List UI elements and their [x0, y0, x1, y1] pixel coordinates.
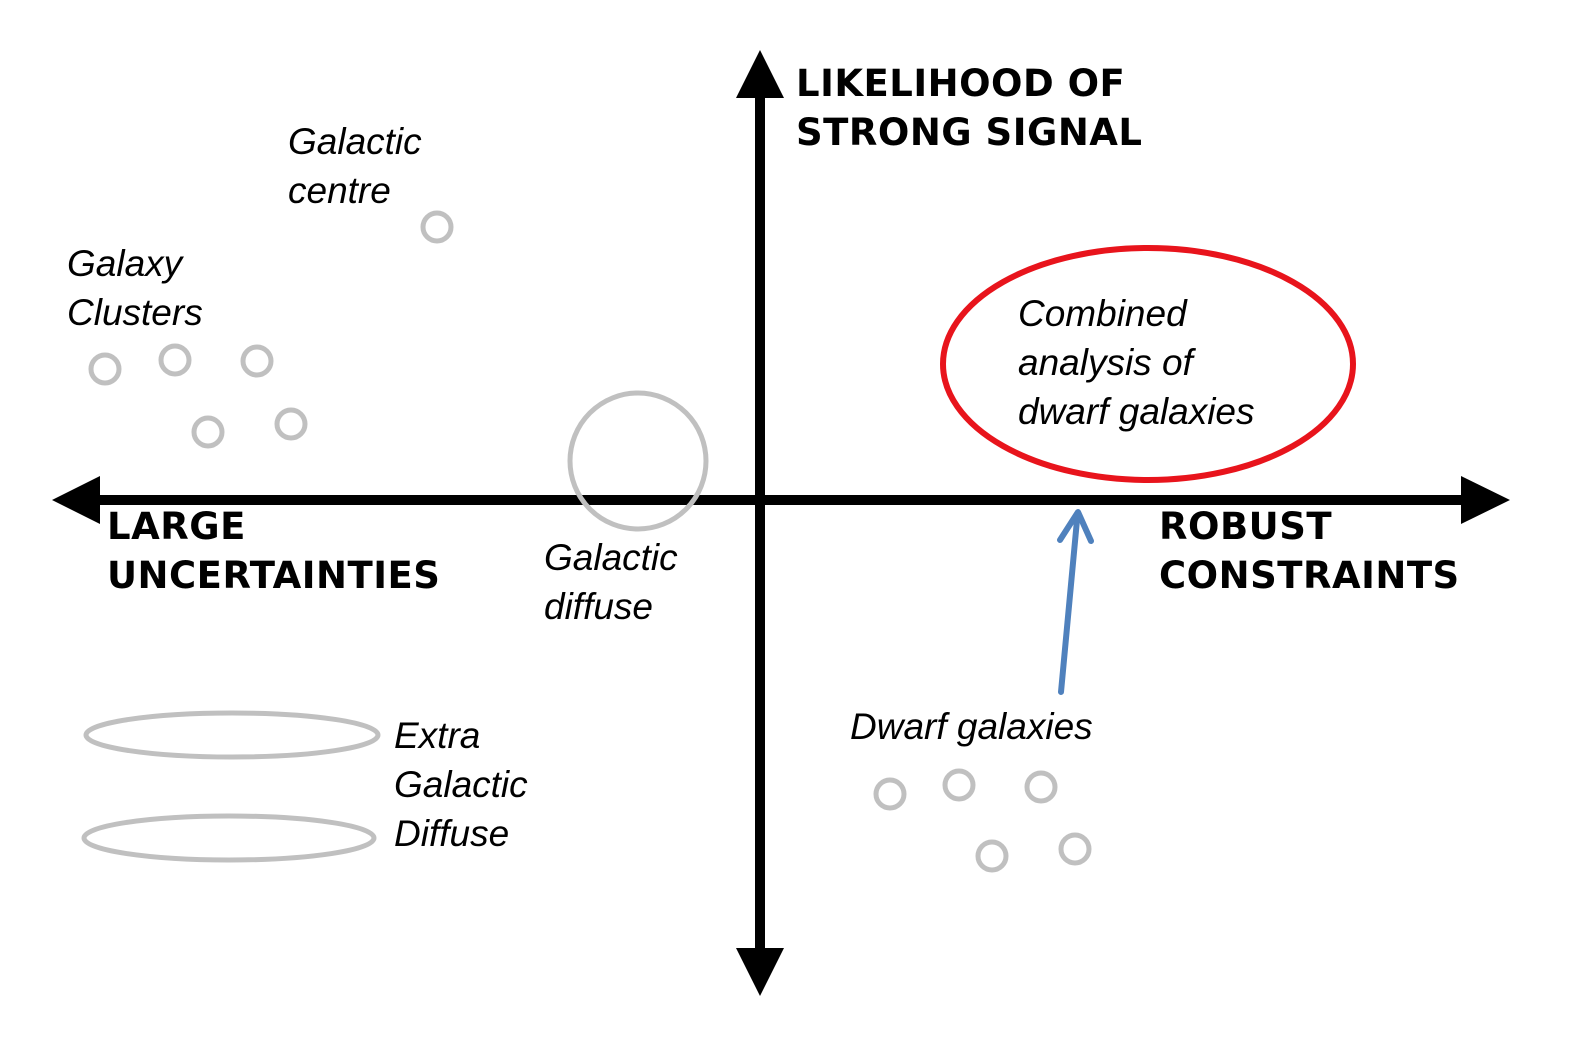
- x-axis-left-arrowhead: [52, 476, 100, 524]
- combined-analysis-label-line: analysis of: [1018, 342, 1193, 383]
- dwarf-galaxies-label: Dwarf galaxies: [850, 702, 1093, 751]
- galaxy-clusters-label-line: Galaxy: [67, 243, 183, 284]
- extra-galactic-diffuse-marker: [83, 710, 381, 760]
- x-axis-right-arrowhead: [1461, 476, 1510, 524]
- dwarf-galaxy-marker: [1024, 770, 1058, 804]
- galactic-diffuse-label-line: Galactic: [544, 537, 678, 578]
- galactic-centre-label: Galactic centre: [288, 117, 422, 215]
- x-axis-left-label: LARGE UNCERTAINTIES: [107, 502, 440, 600]
- galactic-diffuse-label: Galactic diffuse: [544, 533, 678, 631]
- dwarf-galaxies-label-line: Dwarf galaxies: [850, 706, 1093, 747]
- combined-analysis-label-line: dwarf galaxies: [1018, 391, 1255, 432]
- dwarf-galaxy-marker: [942, 768, 976, 802]
- dwarf-galaxy-markers: [873, 768, 1092, 873]
- galaxy-clusters-label: Galaxy Clusters: [67, 239, 203, 337]
- y-axis-label-line: LIKELIHOOD OF: [796, 62, 1126, 105]
- galaxy-cluster-marker: [191, 415, 225, 449]
- x-axis-right-label-line: CONSTRAINTS: [1159, 554, 1460, 597]
- dwarf-galaxy-marker: [975, 839, 1009, 873]
- x-axis-left-label-line: UNCERTAINTIES: [107, 554, 441, 597]
- dwarf-galaxy-marker: [1058, 832, 1092, 866]
- x-axis-right-label: ROBUST CONSTRAINTS: [1159, 502, 1460, 600]
- x-axis-left-label-line: LARGE: [107, 505, 246, 548]
- galaxy-cluster-markers: [88, 343, 308, 449]
- extra-galactic-diffuse-label-line: Diffuse: [394, 813, 510, 854]
- galactic-centre-label-line: centre: [288, 170, 391, 211]
- y-axis-label: LIKELIHOOD OF STRONG SIGNAL: [796, 59, 1143, 157]
- galaxy-cluster-marker: [274, 407, 308, 441]
- y-axis-bottom-arrowhead: [736, 948, 784, 996]
- extra-galactic-diffuse-marker: [81, 813, 377, 863]
- galactic-diffuse-marker: [567, 390, 709, 532]
- combined-analysis-label: Combined analysis of dwarf galaxies: [1018, 289, 1255, 436]
- extra-galactic-diffuse-label-line: Extra: [394, 715, 481, 756]
- galactic-centre-label-line: Galactic: [288, 121, 422, 162]
- extra-galactic-diffuse-label-line: Galactic: [394, 764, 528, 805]
- combined-analysis-label-line: Combined: [1018, 293, 1187, 334]
- galactic-centre-marker: [420, 210, 454, 244]
- galactic-diffuse-label-line: diffuse: [544, 586, 654, 627]
- extra-galactic-diffuse-label: Extra Galactic Diffuse: [394, 711, 528, 858]
- galaxy-cluster-marker: [240, 344, 274, 378]
- galaxy-clusters-label-line: Clusters: [67, 292, 203, 333]
- combined-analysis-ellipse: [940, 245, 1356, 483]
- x-axis-right-label-line: ROBUST: [1159, 505, 1333, 548]
- combined-analysis-arrow: [1057, 509, 1094, 695]
- galaxy-cluster-marker: [88, 352, 122, 386]
- y-axis-top-arrowhead: [736, 50, 784, 98]
- galaxy-cluster-marker: [158, 343, 192, 377]
- dwarf-galaxy-marker: [873, 777, 907, 811]
- y-axis-label-line: STRONG SIGNAL: [796, 111, 1143, 154]
